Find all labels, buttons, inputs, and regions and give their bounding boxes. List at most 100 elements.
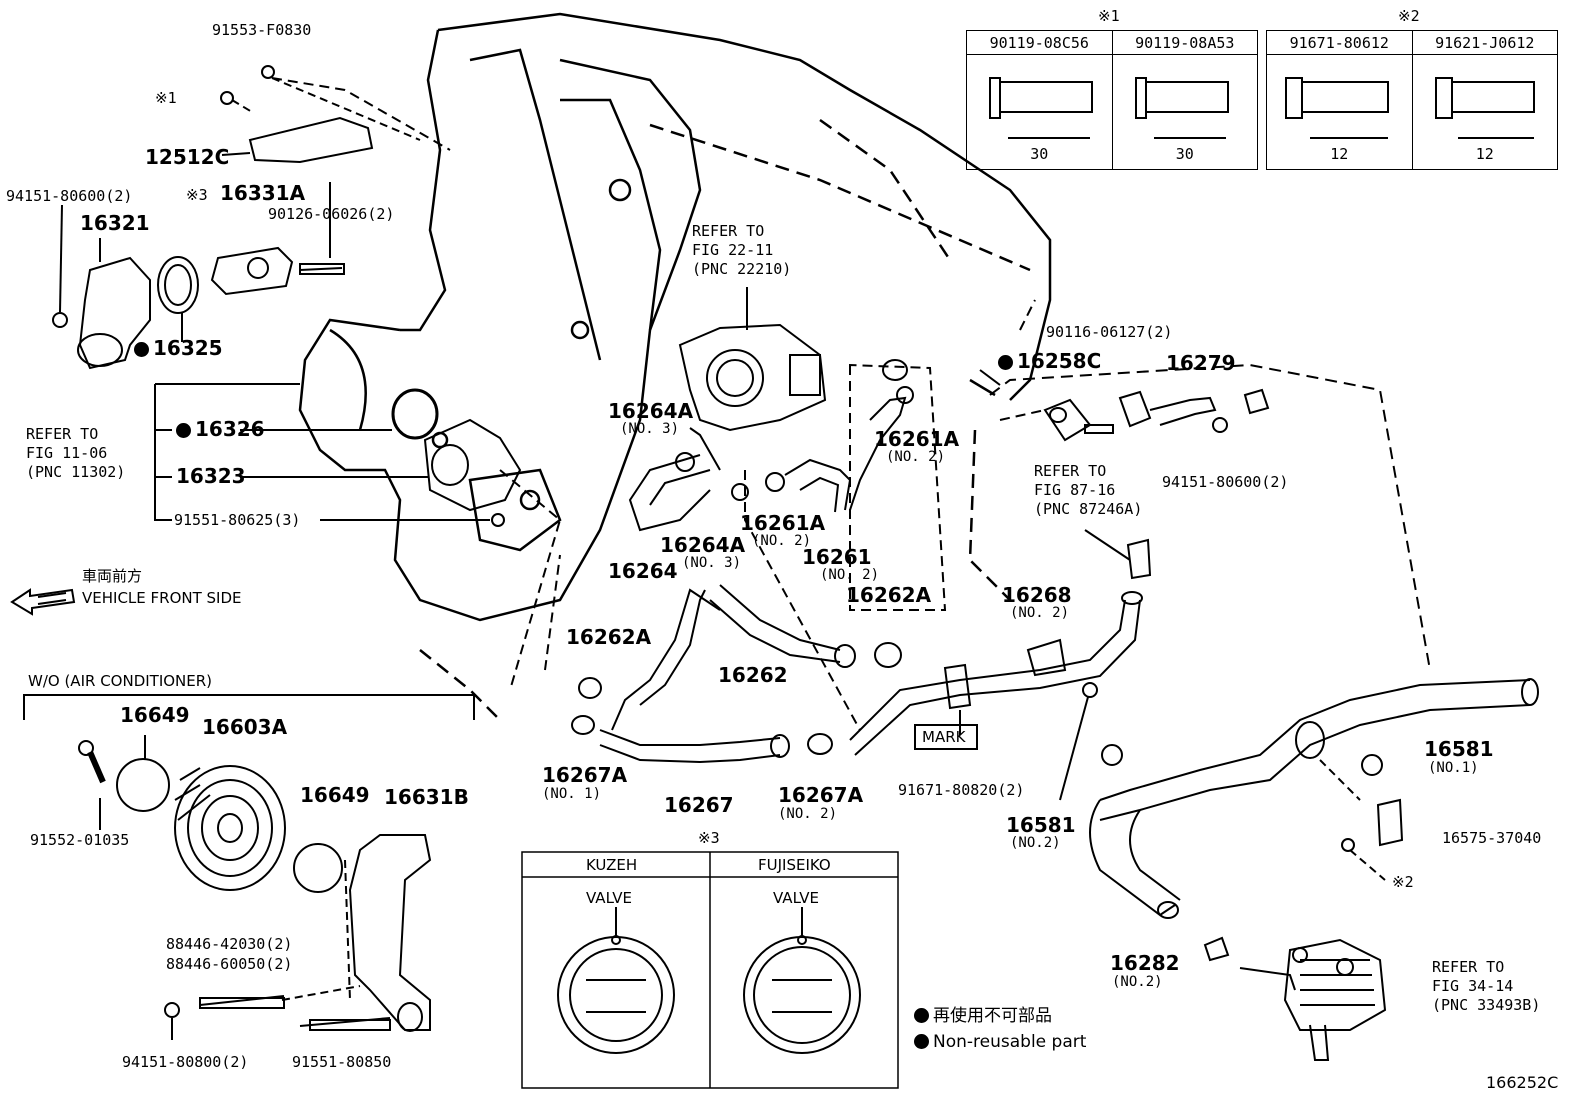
throttle-body [678, 287, 827, 432]
table2-header-2: 91621-J0612 [1411, 30, 1558, 55]
mark-1-label: ※1 [155, 89, 177, 107]
part-16261A-1-sub: (NO. 2) [752, 533, 812, 549]
part-16326[interactable]: 16326 [176, 418, 265, 440]
table1-length-1: 30 [966, 54, 1113, 170]
part-94151-80600-b[interactable]: 94151-80600(2) [1162, 473, 1289, 491]
part-16603A[interactable]: 16603A [202, 715, 288, 739]
part-16262A-2[interactable]: 16262A [846, 583, 932, 607]
table1-length-2: 30 [1111, 54, 1258, 170]
refer-line: FIG 11-06 [26, 444, 108, 462]
mark-2-label: ※2 [1392, 873, 1414, 891]
part-12512C[interactable]: 12512C [145, 145, 230, 169]
thermostat-comparison [521, 851, 899, 1089]
part-16267A-1-sub: (NO. 1) [542, 786, 602, 802]
bolt-spec-table-1: 90119-08C56 90119-08A53 30 30 [966, 30, 1258, 170]
legend-jp: 再使用不可部品 [914, 1008, 1052, 1025]
mark-3-label: ※3 [186, 186, 208, 204]
non-reusable-dot-icon [914, 1008, 929, 1023]
refer-line: FIG 34-14 [1432, 977, 1514, 995]
part-16581-1[interactable]: 16581 [1424, 737, 1494, 761]
thermo-valve-label-1: VALVE [586, 889, 633, 907]
part-16261A-2-sub: (NO. 2) [886, 449, 946, 465]
figure-code: 166252C [1486, 1073, 1559, 1092]
refer-line: (PNC 33493B) [1432, 996, 1541, 1014]
part-16267A-1[interactable]: 16267A [542, 763, 628, 787]
part-16264A-2[interactable]: 16264A [660, 533, 746, 557]
non-reusable-dot-icon [176, 423, 191, 438]
part-16279[interactable]: 16279 [1166, 351, 1236, 375]
part-16262A-1[interactable]: 16262A [566, 625, 652, 649]
hose-group [544, 359, 947, 764]
refer-line: REFER TO [1432, 958, 1505, 976]
non-reusable-dot-icon [914, 1034, 929, 1049]
part-16326-text: 16326 [195, 417, 265, 441]
part-91551-80625[interactable]: 91551-80625(3) [174, 511, 301, 529]
legend-jp-text: 再使用不可部品 [933, 1006, 1052, 1026]
part-16321[interactable]: 16321 [80, 211, 150, 235]
part-91552-01035[interactable]: 91552-01035 [30, 831, 130, 849]
part-16258C[interactable]: 16258C [998, 350, 1101, 372]
table2-length-2: 12 [1411, 54, 1558, 170]
part-16264[interactable]: 16264 [608, 559, 678, 583]
part-16282-sub: (NO.2) [1112, 974, 1163, 990]
thermo-header-fujiseiko: FUJISEIKO [758, 856, 831, 874]
part-16261A-1[interactable]: 16261A [740, 511, 826, 535]
part-91551-80850[interactable]: 91551-80850 [292, 1053, 392, 1071]
part-16264A-1-sub: (NO. 3) [620, 421, 680, 437]
refer-fig-11-06: REFER TO FIG 11-06 (PNC 11302) [26, 425, 125, 482]
table2-mark: ※2 [1398, 7, 1420, 25]
part-16581-1-sub: (NO.1) [1428, 760, 1479, 776]
part-16262[interactable]: 16262 [718, 663, 788, 687]
part-16331A[interactable]: 16331A [220, 181, 306, 205]
front-label-jp: 車両前方 [82, 567, 143, 585]
part-16581-2[interactable]: 16581 [1006, 813, 1076, 837]
part-16649-a[interactable]: 16649 [120, 703, 190, 727]
part-16575-37040[interactable]: 16575-37040 [1442, 829, 1542, 847]
legend-en: Non-reusable part [914, 1034, 1086, 1051]
part-16267A-2-sub: (NO. 2) [778, 806, 838, 822]
front-label-en: VEHICLE FRONT SIDE [82, 589, 242, 607]
part-16325-text: 16325 [153, 336, 223, 360]
refer-line: REFER TO [692, 222, 765, 240]
table2-length-1: 12 [1266, 54, 1413, 170]
refer-fig-22-11: REFER TO FIG 22-11 (PNC 22210) [692, 222, 791, 279]
part-91553-F0830[interactable]: 91553-F0830 [212, 21, 312, 39]
part-91671-80820[interactable]: 91671-80820(2) [898, 781, 1025, 799]
part-16264A-1[interactable]: 16264A [608, 399, 694, 423]
part-16631B[interactable]: 16631B [384, 785, 469, 809]
part-16325[interactable]: 16325 [134, 337, 223, 359]
part-16649-b[interactable]: 16649 [300, 783, 370, 807]
thermo-header-kuzeh: KUZEH [586, 856, 638, 874]
pulley-group [23, 694, 475, 1040]
part-16261[interactable]: 16261 [802, 545, 872, 569]
engine-block [298, 12, 1052, 721]
table1-header-2: 90119-08A53 [1111, 30, 1258, 55]
bolt-spec-table-2: 91671-80612 91621-J0612 12 12 [1266, 30, 1558, 170]
refer-line: REFER TO [1034, 462, 1107, 480]
part-94151-80600-a[interactable]: 94151-80600(2) [6, 187, 133, 205]
part-16581-2-sub: (NO.2) [1010, 835, 1061, 851]
part-88446-42030[interactable]: 88446-42030(2) [166, 935, 293, 953]
part-88446-60050[interactable]: 88446-60050(2) [166, 955, 293, 973]
part-16323[interactable]: 16323 [176, 464, 246, 488]
legend-en-text: Non-reusable part [933, 1032, 1087, 1052]
part-16261-sub: (NO. 2) [820, 567, 880, 583]
part-16268[interactable]: 16268 [1002, 583, 1072, 607]
non-reusable-dot-icon [998, 355, 1013, 370]
part-16261A-2[interactable]: 16261A [874, 427, 960, 451]
mark-label: MARK [922, 728, 966, 746]
water-outlet-group [52, 65, 562, 691]
part-16267A-2[interactable]: 16267A [778, 783, 864, 807]
water-pipe-group [849, 299, 1539, 1061]
thermo-mark: ※3 [698, 829, 720, 847]
refer-line: (PNC 87246A) [1034, 500, 1143, 518]
part-90116-06127[interactable]: 90116-06127(2) [1046, 323, 1173, 341]
table2-header-1: 91671-80612 [1266, 30, 1413, 55]
part-94151-80800[interactable]: 94151-80800(2) [122, 1053, 249, 1071]
part-16267[interactable]: 16267 [664, 793, 734, 817]
part-16268-sub: (NO. 2) [1010, 605, 1070, 621]
part-90126-06026[interactable]: 90126-06026(2) [268, 205, 395, 223]
part-16282[interactable]: 16282 [1110, 951, 1180, 975]
refer-fig-87-16: REFER TO FIG 87-16 (PNC 87246A) [1034, 462, 1142, 519]
